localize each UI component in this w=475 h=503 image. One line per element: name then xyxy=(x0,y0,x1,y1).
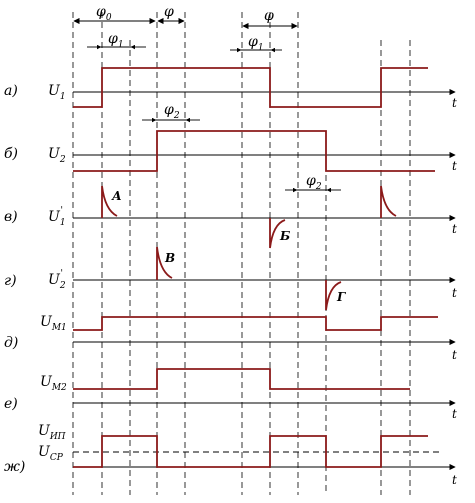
symbol-u1-prime: U1' xyxy=(48,206,66,228)
svg-text:t: t xyxy=(452,407,457,421)
svg-text:б): б) xyxy=(4,146,18,162)
svg-text:t: t xyxy=(452,473,457,487)
phi1-label-1: φ1 xyxy=(108,31,124,50)
symbol-ucp: UСР xyxy=(38,444,64,463)
svg-text:t: t xyxy=(452,286,457,300)
spike-v xyxy=(156,246,173,280)
svg-text:е): е) xyxy=(4,396,18,412)
waveform-um1 xyxy=(73,316,438,331)
mark-b: Б xyxy=(279,229,290,243)
symbol-u1: U1 xyxy=(48,83,66,102)
spike-b xyxy=(269,218,286,249)
waveform-u1 xyxy=(73,67,428,108)
symbol-u2-prime: U2' xyxy=(48,269,66,291)
symbol-um1: UМ1 xyxy=(40,314,67,333)
time-axes xyxy=(73,88,456,471)
time-markers xyxy=(72,12,411,495)
phi2-label-1: φ2 xyxy=(164,102,180,121)
waveform-u2 xyxy=(73,130,435,172)
symbol-um2: UМ2 xyxy=(40,374,67,393)
svg-text:t: t xyxy=(452,96,457,110)
phi2-label-2: φ2 xyxy=(306,173,322,192)
svg-text:t: t xyxy=(452,159,457,173)
mark-a: А xyxy=(111,189,122,203)
phi0-label: φ0 xyxy=(96,4,112,23)
spike-a xyxy=(101,185,118,218)
svg-text:д): д) xyxy=(4,335,18,351)
mark-g: Г xyxy=(336,290,346,304)
waveforms xyxy=(73,67,438,468)
spike-a2 xyxy=(380,185,397,218)
t-labels: t t t t t t t xyxy=(452,96,457,487)
svg-text:а): а) xyxy=(4,83,18,99)
phi1-label-2: φ1 xyxy=(248,34,264,53)
mark-v: В xyxy=(164,251,175,265)
svg-text:в): в) xyxy=(4,209,18,225)
spike-g xyxy=(325,280,342,311)
signal-symbols: U1 U2 U1' U2' UМ1 UМ2 UИП UСР xyxy=(38,83,67,463)
waveform-um2 xyxy=(73,368,410,390)
phi-label-1: φ xyxy=(164,4,174,20)
phi-label-2: φ xyxy=(264,8,274,24)
symbol-uip: UИП xyxy=(38,423,66,442)
phase-dimensions xyxy=(73,17,341,193)
svg-text:t: t xyxy=(452,222,457,236)
svg-text:ж): ж) xyxy=(4,459,25,475)
svg-text:г): г) xyxy=(4,273,17,289)
row-letters: а) б) в) г) д) е) ж) xyxy=(4,83,25,475)
waveform-uip xyxy=(73,435,428,468)
symbol-u2: U2 xyxy=(48,146,66,165)
svg-text:t: t xyxy=(452,348,457,362)
